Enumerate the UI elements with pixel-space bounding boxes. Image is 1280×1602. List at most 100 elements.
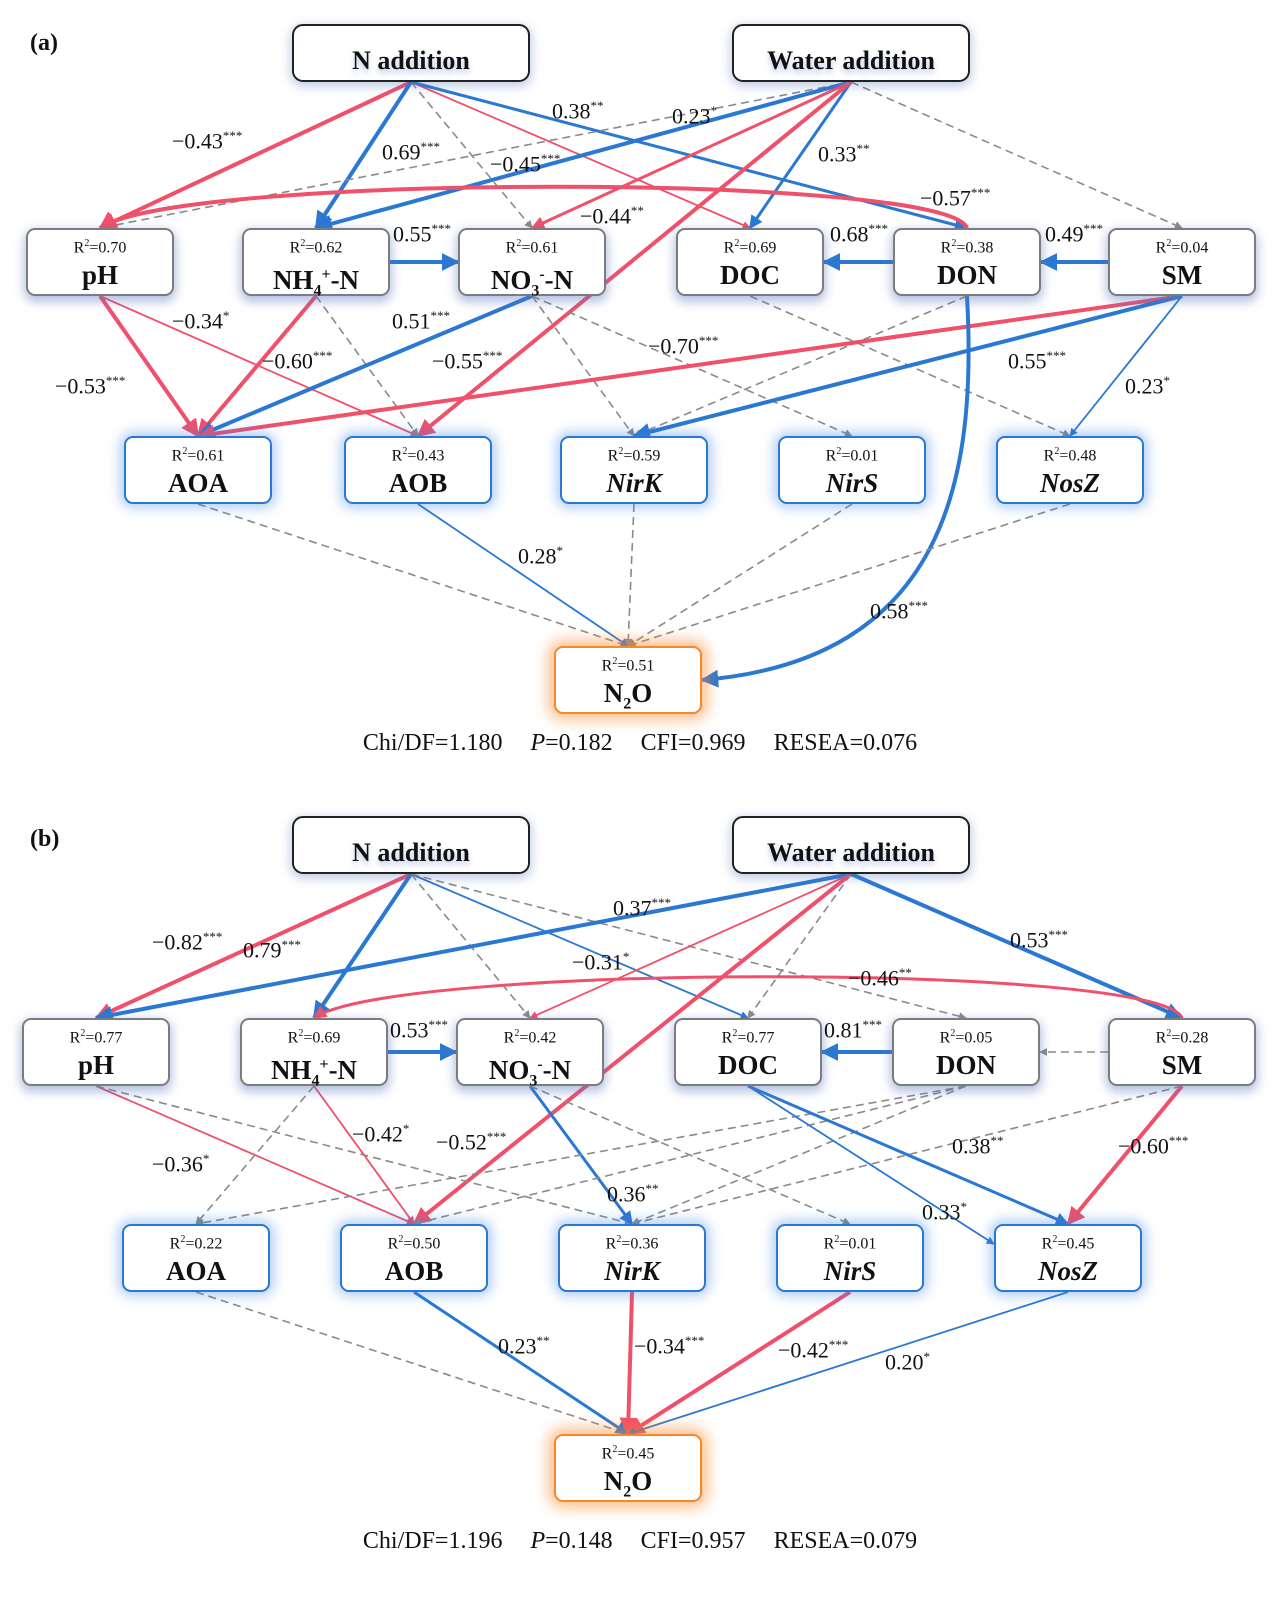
path-coefficient: 0.23*: [672, 100, 717, 127]
edge-layer: [98, 80, 1183, 688]
path-coefficient: 0.33**: [818, 138, 870, 165]
panel-label: (b): [30, 826, 60, 852]
edge-nh4-to-aoa: [196, 294, 318, 438]
r-squared: R2=0.48: [1043, 446, 1097, 465]
edge-no3-to-nirs: [529, 1085, 851, 1225]
path-coefficient: 0.38**: [552, 95, 604, 122]
r-squared: R2=0.77: [721, 1028, 775, 1047]
coef-value: −0.46: [848, 965, 899, 991]
significance-stars: ***: [202, 929, 223, 944]
node-name: NosZ: [1040, 468, 1100, 499]
path-coefficient: 0.36**: [607, 1178, 659, 1205]
node-name: N2O: [603, 1466, 653, 1501]
coef-value: 0.51: [392, 308, 431, 334]
significance-stars: ***: [828, 1337, 849, 1352]
edge-nadd-to-no3: [410, 81, 533, 229]
edge-nadd-to-doc: [410, 873, 749, 1019]
significance-stars: ***: [862, 1017, 883, 1032]
node-name: NO3--N: [490, 265, 574, 300]
significance-stars: ***: [486, 1129, 507, 1144]
path-coefficient: 0.81***: [824, 1014, 882, 1041]
edge-sm-to-nh4: [312, 975, 1184, 1020]
coef-value: 0.53: [1010, 927, 1049, 953]
edge-nh4-to-aoa: [195, 1085, 315, 1225]
coef-value: −0.43: [172, 128, 223, 154]
edge-sm-to-aoa: [196, 294, 1183, 443]
significance-stars: **: [536, 1333, 550, 1348]
significance-stars: ***: [698, 333, 719, 348]
significance-stars: ***: [540, 151, 561, 166]
r-squared: R2=0.05: [939, 1028, 993, 1047]
r-squared: R2=0.43: [391, 446, 445, 465]
coef-value: 0.23: [672, 103, 711, 129]
coef-value: 0.33: [818, 141, 857, 167]
significance-stars: *: [1163, 373, 1171, 388]
fit-resea: RESEA=0.079: [773, 1528, 918, 1554]
coef-value: 0.55: [1008, 348, 1047, 374]
coef-value: −0.82: [152, 929, 203, 955]
node-wadd: Water addition: [732, 816, 970, 874]
edge-wadd-to-no3: [530, 80, 852, 230]
path-coefficient: −0.60***: [262, 345, 332, 372]
edge-wadd-to-sm: [850, 872, 1184, 1020]
node-name: SM: [1161, 260, 1203, 291]
node-name: pH: [77, 1050, 115, 1081]
edge-wadd-to-aob: [416, 80, 853, 438]
r-squared: R2=0.38: [940, 238, 994, 257]
node-nadd: N addition: [292, 24, 530, 82]
significance-stars: **: [630, 203, 644, 218]
path-coefficient: 0.20*: [885, 1346, 930, 1373]
r-squared: R2=0.69: [287, 1028, 341, 1047]
edge-aoa-to-n2o: [197, 503, 629, 648]
edge-sm-to-nirk: [631, 1085, 1183, 1227]
path-coefficient: −0.31*: [572, 946, 629, 973]
edge-ph-to-aoa: [98, 294, 200, 438]
fit-resea: RESEA=0.076: [773, 730, 918, 756]
r-squared: R2=0.01: [825, 446, 879, 465]
path-coefficient: 0.23**: [498, 1330, 550, 1357]
path-coefficient: 0.33*: [922, 1196, 967, 1223]
coef-value: 0.23: [1125, 373, 1164, 399]
edge-wadd-to-doc: [747, 873, 852, 1019]
path-coefficient: −0.60***: [1118, 1130, 1188, 1157]
coef-value: −0.60: [262, 348, 313, 374]
edge-wadd-to-aob: [412, 872, 853, 1226]
coef-value: −0.45: [490, 151, 541, 177]
r-squared: R2=0.42: [503, 1028, 557, 1047]
node-name: N2O: [603, 678, 653, 713]
edge-nirs-to-n2o: [627, 503, 853, 647]
significance-stars: **: [590, 98, 604, 113]
coef-value: −0.70: [648, 333, 699, 359]
path-coefficient: 0.79***: [243, 934, 301, 961]
significance-stars: ***: [428, 1017, 449, 1032]
r-squared: R2=0.61: [171, 446, 225, 465]
node-name: NO3--N: [488, 1055, 572, 1090]
node-name: DON: [936, 1050, 996, 1081]
coef-value: −0.42: [352, 1121, 403, 1147]
coef-value: −0.36: [152, 1151, 203, 1177]
coef-value: 0.23: [498, 1333, 537, 1359]
significance-stars: *: [923, 1349, 931, 1364]
edge-wadd-to-sm: [850, 81, 1183, 229]
edge-aob-to-n2o: [413, 1290, 630, 1436]
significance-stars: ***: [970, 185, 991, 200]
node-name: NosZ: [1038, 1256, 1098, 1287]
significance-stars: *: [960, 1199, 968, 1214]
significance-stars: ***: [908, 598, 929, 613]
node-name: NH4+-N: [270, 1055, 358, 1090]
edge-nosz-to-n2o: [627, 1291, 1069, 1436]
significance-stars: **: [990, 1133, 1004, 1148]
path-coefficient: −0.45***: [490, 148, 560, 175]
edge-nh4-to-aob: [313, 1085, 415, 1225]
path-coefficient: −0.57***: [920, 182, 990, 209]
